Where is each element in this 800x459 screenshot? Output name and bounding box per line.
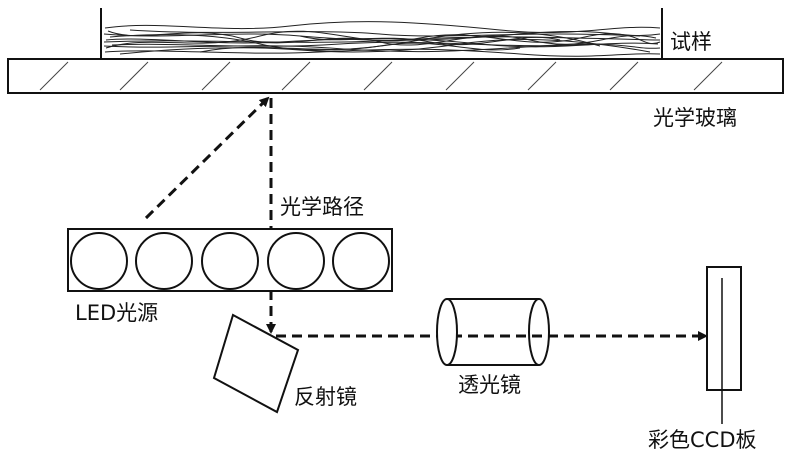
incident-light-arrow bbox=[144, 96, 270, 220]
led-bulb bbox=[267, 232, 325, 290]
lens bbox=[436, 298, 550, 366]
lens-label: 透光镜 bbox=[458, 373, 521, 397]
mirror-label: 反射镜 bbox=[294, 385, 357, 409]
ccd-board bbox=[706, 266, 742, 424]
ccd-board-label: 彩色CCD板 bbox=[648, 428, 757, 452]
led-bulb bbox=[332, 232, 390, 290]
mirror bbox=[212, 313, 300, 414]
led-source bbox=[67, 228, 393, 292]
optical-glass bbox=[7, 58, 784, 94]
specimen-label: 试样 bbox=[670, 30, 712, 54]
led-source-label: LED光源 bbox=[75, 301, 158, 325]
led-bulb bbox=[201, 232, 259, 290]
specimen-fiber-texture bbox=[103, 21, 661, 57]
specimen bbox=[100, 8, 663, 58]
optical-glass-label: 光学玻璃 bbox=[653, 106, 737, 130]
led-bulb bbox=[135, 232, 193, 290]
led-bulb bbox=[70, 232, 128, 290]
optical-path-label: 光学路径 bbox=[280, 195, 364, 219]
glass-hatching bbox=[39, 61, 723, 91]
